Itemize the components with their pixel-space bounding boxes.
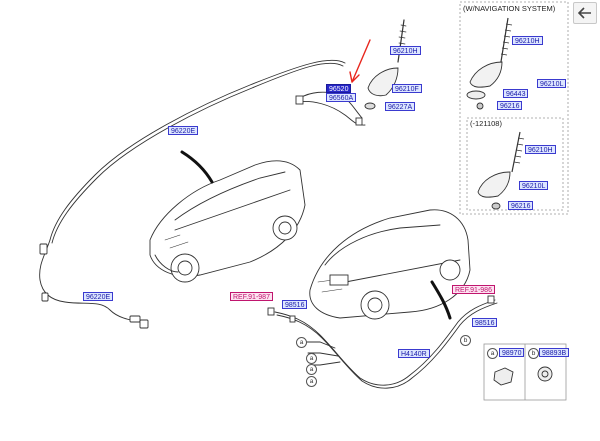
ref-link-91-987[interactable]: REF.91-987 [230,292,273,301]
callout-98893B[interactable]: 98893B [539,348,570,357]
callout-H4140R[interactable]: H4140R [398,349,430,358]
nav-callout-96216[interactable]: 96216 [497,101,523,110]
callout-98970[interactable]: 98970 [499,348,525,357]
nav-box-title: (W/NAVIGATION SYSTEM) [463,4,556,13]
marker-a-2: a [306,353,317,364]
callout-96520[interactable]: 96520 [326,84,352,93]
marker-b-1: b [460,335,471,346]
callout-96227A[interactable]: 96227A [385,102,416,111]
ref-link-91-986[interactable]: REF.91-986 [452,285,495,294]
callout-96560A[interactable]: 96560A [326,93,357,102]
callout-96220E-top[interactable]: 96220E [168,126,199,135]
sub-callout-96210L[interactable]: 96210L [519,181,549,190]
back-button[interactable] [573,2,597,24]
callout-96210F[interactable]: 96210F [392,84,422,93]
parts-marker-b: b [528,348,539,359]
callout-98516-right[interactable]: 98516 [472,318,498,327]
arrow-left-icon [578,7,592,19]
marker-a-1: a [296,337,307,348]
sub-callout-96216[interactable]: 96216 [508,201,534,210]
callout-98516-left[interactable]: 98516 [282,300,308,309]
nav-callout-96210H[interactable]: 96210H [512,36,543,45]
sub-box-title: (-121108) [470,119,502,128]
marker-a-4: a [306,376,317,387]
callout-96210H[interactable]: 96210H [390,46,421,55]
callout-96220E-bottom[interactable]: 96220E [83,292,114,301]
parts-marker-a: a [487,348,498,359]
nav-callout-96210L[interactable]: 96210L [537,79,567,88]
nav-callout-96443[interactable]: 96443 [503,89,529,98]
marker-a-3: a [306,364,317,375]
sub-callout-96210H[interactable]: 96210H [525,145,556,154]
